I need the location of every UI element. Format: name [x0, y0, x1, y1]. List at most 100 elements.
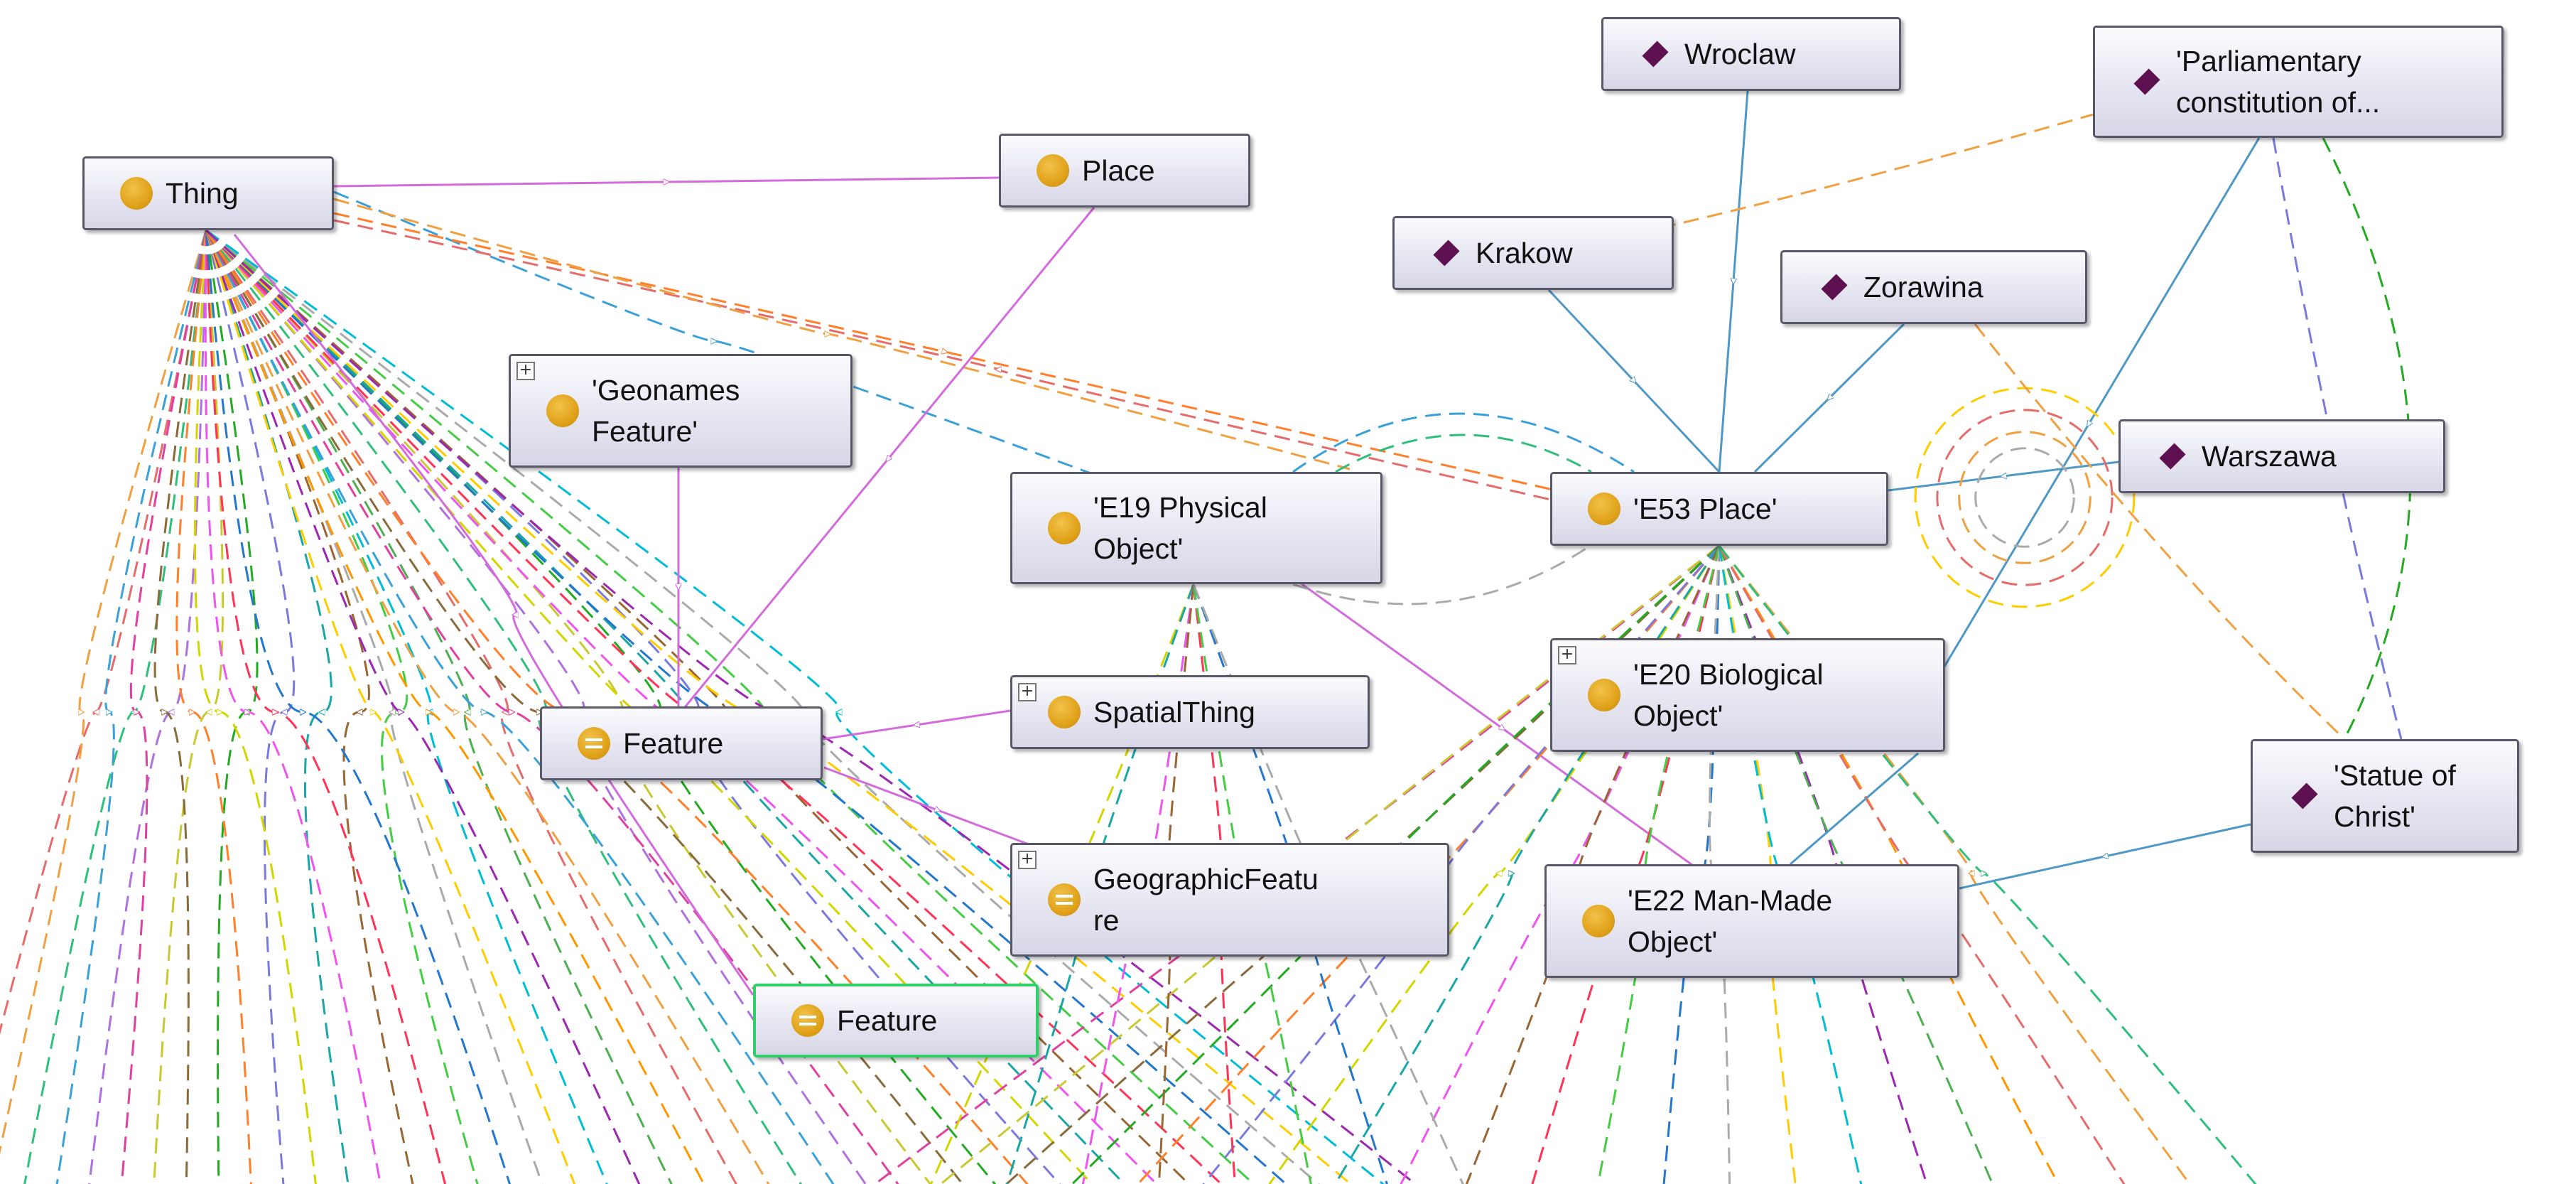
- node-geographic-feature[interactable]: + GeographicFeatu re: [1010, 843, 1449, 957]
- node-statue-of-christ[interactable]: 'Statue of Christ': [2251, 739, 2519, 853]
- individual-diamond-icon: [2133, 68, 2160, 95]
- node-label: 'E20 Biological Object': [1633, 657, 1824, 732]
- dashed-edge: [938, 544, 1720, 1184]
- dashed-edge: [1192, 583, 1312, 1184]
- class-circle-icon: [1037, 154, 1069, 187]
- type-edge: [1753, 323, 1905, 473]
- type-edge: [1718, 90, 1749, 473]
- dashed-edge: [205, 230, 1094, 1184]
- node-wroclaw[interactable]: Wroclaw: [1601, 17, 1901, 91]
- node-e19-physical-object[interactable]: 'E19 Physical Object': [1010, 472, 1382, 584]
- class-circle-icon: [120, 177, 153, 210]
- equivalent-class-icon: [791, 1004, 824, 1037]
- dashed-edge: [1335, 434, 1592, 473]
- expand-plus-icon[interactable]: +: [1018, 683, 1037, 701]
- dashed-edge: [1662, 112, 2096, 229]
- node-label: Feature: [837, 1003, 938, 1037]
- individual-diamond-icon: [1821, 274, 1848, 301]
- type-edge: [1888, 461, 2119, 492]
- individual-diamond-icon: [1433, 240, 1460, 267]
- node-label: Krakow: [1476, 236, 1573, 269]
- dashed-edge: [120, 230, 207, 1184]
- node-krakow[interactable]: Krakow: [1392, 216, 1674, 290]
- node-label: SpatialThing: [1093, 695, 1255, 728]
- subclass-edge: [822, 709, 1011, 741]
- dashed-edge: [153, 230, 224, 1184]
- class-circle-icon: [1048, 696, 1081, 728]
- node-thing[interactable]: Thing: [82, 156, 334, 230]
- dashed-edge: [205, 229, 1320, 1184]
- individual-diamond-icon: [2291, 782, 2318, 809]
- dashed-edge: [205, 230, 770, 1184]
- node-label: Feature: [623, 726, 724, 760]
- dashed-edge: [333, 190, 1137, 492]
- node-label: 'Geonames Feature': [592, 373, 740, 448]
- node-label: 'E53 Place': [1633, 492, 1777, 525]
- equivalent-class-icon: [1048, 883, 1081, 916]
- dashed-edge: [1292, 412, 1635, 473]
- node-warszawa[interactable]: Warszawa: [2118, 419, 2445, 493]
- node-label: GeographicFeatu re: [1093, 862, 1319, 937]
- node-e22-man-made-object[interactable]: 'E22 Man-Made Object': [1544, 864, 1959, 978]
- loop-edge: [1958, 431, 2091, 564]
- node-label: 'Statue of Christ': [2334, 758, 2456, 833]
- dashed-edge: [175, 230, 252, 1184]
- expand-plus-icon[interactable]: +: [1018, 851, 1037, 869]
- class-circle-icon: [1588, 679, 1620, 711]
- dashed-edge: [205, 230, 296, 1184]
- individual-diamond-icon: [2159, 443, 2186, 470]
- node-place[interactable]: Place: [999, 134, 1250, 208]
- dashed-edge: [193, 230, 317, 1184]
- expand-plus-icon[interactable]: +: [1558, 646, 1576, 664]
- equivalent-class-icon: [578, 727, 610, 760]
- dashed-edge: [333, 198, 1351, 470]
- node-parliamentary-constitution[interactable]: 'Parliamentary constitution of...: [2093, 26, 2504, 138]
- type-edge: [1547, 289, 1721, 473]
- node-label: 'Parliamentary constitution of...: [2176, 44, 2381, 119]
- node-spatial-thing[interactable]: + SpatialThing: [1010, 675, 1370, 749]
- subclass-edge: [681, 207, 1095, 711]
- dashed-edge: [205, 230, 576, 1184]
- dashed-edge: [0, 230, 207, 1155]
- node-geonames-feature[interactable]: + 'Geonames Feature': [509, 354, 853, 468]
- node-label: 'E19 Physical Object': [1093, 490, 1267, 565]
- node-feature[interactable]: Feature: [540, 706, 823, 780]
- type-edge: [1790, 752, 1919, 866]
- dashed-edge: [1333, 545, 1721, 1184]
- dashed-edge: [205, 230, 964, 1184]
- dashed-edge: [1081, 583, 1195, 1184]
- dashed-edge: [205, 230, 835, 1184]
- node-label: Zorawina: [1863, 270, 1984, 303]
- dashed-edge: [55, 230, 207, 1184]
- class-circle-icon: [1048, 512, 1081, 544]
- loop-edge: [1974, 447, 2075, 548]
- node-e20-biological-object[interactable]: + 'E20 Biological Object': [1550, 638, 1945, 752]
- dashed-edge: [205, 230, 447, 1184]
- dashed-edge: [1974, 323, 2346, 741]
- loop-edge: [1936, 409, 2114, 586]
- type-edge: [1959, 823, 2251, 890]
- type-edge: [1917, 137, 2261, 711]
- dashed-edge: [333, 212, 1557, 492]
- loop-edge: [1914, 387, 2136, 608]
- dashed-edge: [88, 230, 207, 1184]
- dashed-edge: [1400, 545, 1721, 1184]
- class-circle-icon: [1582, 905, 1615, 937]
- dashed-edge: [1292, 539, 1599, 606]
- dashed-edge: [205, 230, 705, 1184]
- expand-plus-icon[interactable]: +: [516, 362, 535, 380]
- node-e53-place[interactable]: 'E53 Place': [1550, 472, 1888, 546]
- dashed-edge: [1268, 545, 1721, 1184]
- dashed-edge: [1071, 544, 1721, 1184]
- node-label: Place: [1082, 154, 1155, 187]
- node-zorawina[interactable]: Zorawina: [1780, 250, 2087, 324]
- node-label: 'E22 Man-Made Object': [1628, 883, 1833, 958]
- dashed-edge: [205, 230, 641, 1184]
- subclass-edge: [333, 176, 1000, 188]
- node-label: Warszawa: [2202, 439, 2337, 473]
- node-feature-selected[interactable]: Feature: [753, 984, 1039, 1057]
- dashed-edge: [205, 230, 479, 1184]
- dashed-edge: [204, 230, 381, 1184]
